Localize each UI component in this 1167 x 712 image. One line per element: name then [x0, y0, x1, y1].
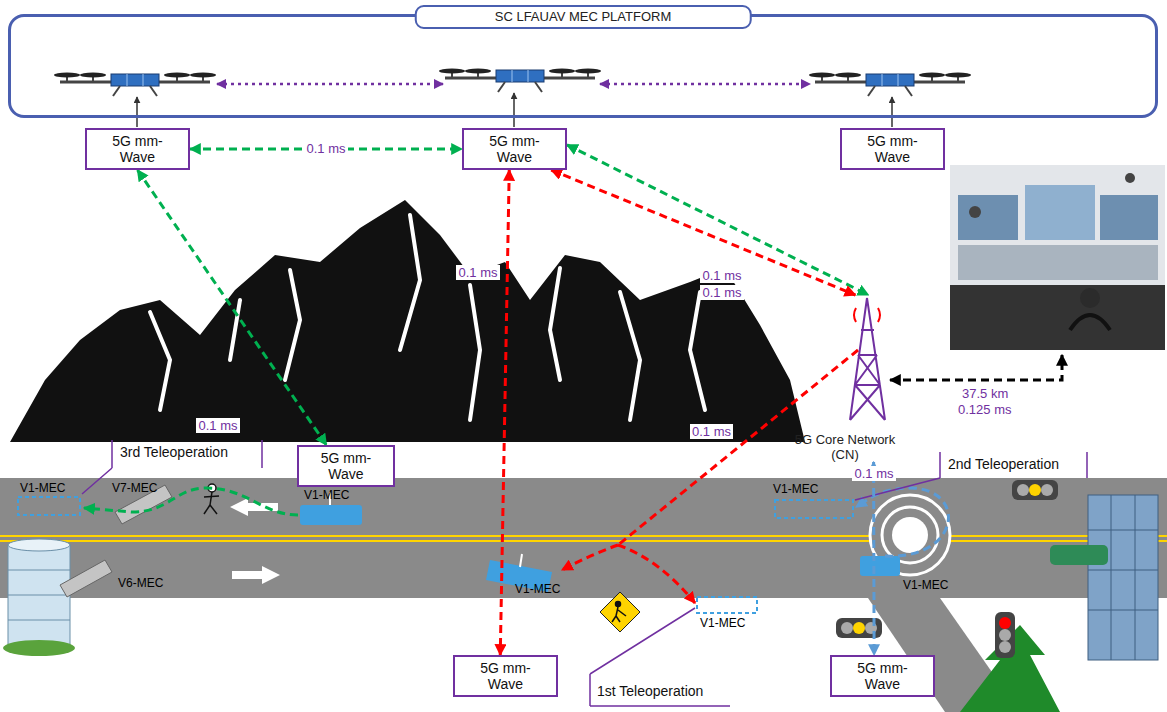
platform-title: SC LFAUAV MEC PLATFORM [415, 5, 752, 29]
vehicle-label: V1-MEC [304, 488, 349, 502]
latency-link [551, 170, 855, 295]
antenna-box: 5G mm-Wave [830, 655, 935, 697]
antenna-box: 5G mm-Wave [453, 655, 558, 697]
antenna-label: 5G mm-Wave [848, 660, 918, 692]
vehicle-label: V1-MEC [773, 482, 818, 496]
teleoperation-brackets [82, 440, 1087, 706]
latency-label: 0.1 ms [196, 418, 239, 433]
latency-label: 0.1 ms [852, 466, 895, 481]
vehicle-label: V7-MEC [112, 481, 157, 495]
latency-link [138, 170, 327, 445]
network-label: 5G Core Network (CN) [786, 432, 904, 462]
latency-link [872, 462, 876, 655]
antenna-box: 5G mm-Wave [462, 128, 567, 170]
core-network: 5G Core Network (CN) [780, 295, 910, 462]
vehicle-label: V1-MEC [903, 578, 948, 592]
antenna-label: 5G mm-Wave [311, 450, 381, 482]
road [0, 478, 1167, 712]
vehicle-label: V1-MEC [20, 481, 65, 495]
teleoperation-label: 2nd Teleoperation [946, 456, 1061, 472]
antenna-box: 5G mm-Wave [85, 128, 190, 170]
platform-region: SC LFAUAV MEC PLATFORM [8, 14, 1158, 118]
antenna-label: 5G mm-Wave [103, 133, 173, 165]
teleoperation-station [950, 165, 1165, 350]
latency-link [500, 170, 509, 655]
latency-label: 0.125 ms [958, 402, 1011, 417]
antenna-box: 5G mm-Wave [297, 445, 395, 487]
vehicle-label: V6-MEC [118, 576, 163, 590]
vehicle-links [84, 350, 949, 603]
distance-label: 37.5 km [962, 386, 1008, 401]
antenna-box: 5G mm-Wave [840, 128, 945, 170]
latency-label: 0.1 ms [700, 285, 743, 300]
vehicles [18, 484, 1108, 632]
latency-link [567, 145, 868, 295]
network-tower [850, 298, 885, 420]
traffic-lights [836, 480, 1058, 658]
teleoperation-label: 1st Teleoperation [597, 683, 703, 699]
vehicle-label: V1-MEC [700, 616, 745, 630]
latency-label: 0.1 ms [456, 265, 499, 280]
teleoperation-label: 3rd Teleoperation [118, 444, 230, 460]
latency-label: 0.1 ms [700, 268, 743, 283]
vehicle-label: V1-MEC [515, 582, 560, 596]
drones [54, 69, 971, 128]
mountains [10, 200, 805, 442]
teleoperation-link [890, 355, 1062, 380]
antenna-label: 5G mm-Wave [858, 133, 928, 165]
buildings [3, 495, 1158, 660]
antenna-label: 5G mm-Wave [480, 133, 550, 165]
latency-label: 0.1 ms [690, 424, 733, 439]
latency-label: 0.1 ms [304, 141, 347, 156]
antenna-label: 5G mm-Wave [471, 660, 541, 692]
